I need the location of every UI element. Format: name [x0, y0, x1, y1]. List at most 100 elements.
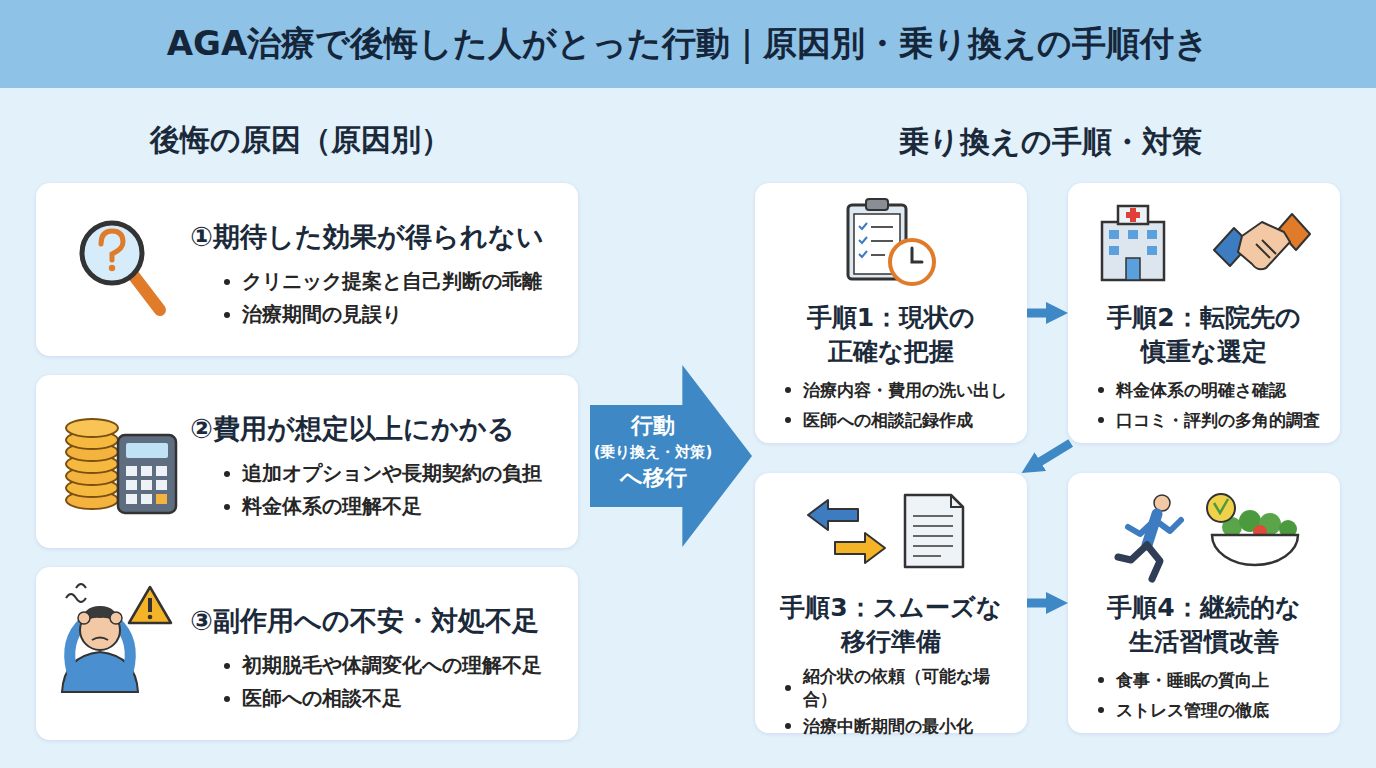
calculator-icon-part [126, 466, 137, 476]
swap-arrows-icon-part [835, 533, 885, 563]
runner-icon [1118, 495, 1181, 579]
flow-arrow [1027, 599, 1053, 608]
bullet-dot [224, 696, 230, 702]
bullet-text: 治療内容・費用の洗い出し [803, 379, 1007, 402]
bullet-row: 医師への相談不足 [224, 682, 574, 715]
bullet-text: 料金体系の理解不足 [242, 493, 422, 520]
step-card: 手順2：転院先の慎重な選定料金体系の明確さ確認口コミ・評判の多角的調査 [1068, 183, 1340, 443]
flow-arrow [1035, 443, 1071, 465]
calculator-icon-part [126, 494, 137, 504]
magnifier-icon [82, 223, 160, 310]
handshake-icon-part [1214, 228, 1250, 266]
salad-icon-part [1239, 510, 1261, 532]
cause-card: ③副作用への不安・対処不足初期脱毛や体調変化への理解不足医師への相談不足 [36, 567, 578, 740]
runner-icon-part [1118, 545, 1147, 560]
coins-icon [66, 419, 118, 509]
bullet-list: 料金体系の明確さ確認口コミ・評判の多角的調査 [1098, 375, 1334, 435]
handshake-icon-part [1238, 222, 1290, 269]
document-icon [905, 495, 963, 567]
salad-icon-part [1259, 513, 1281, 535]
worried-person-icon-part [110, 612, 122, 624]
bullet-text: ストレス管理の徹底 [1116, 699, 1269, 722]
arrow-shape [590, 365, 752, 547]
cause-heading: ③副作用への不安・対処不足 [190, 603, 574, 639]
bullet-dot [224, 504, 230, 510]
hospital-icon-part [1102, 222, 1164, 280]
bullet-row: 治療中断期間の最小化 [785, 711, 1021, 741]
section-heading: 乗り換えの手順・対策 [770, 120, 1330, 164]
clipboard-icon-part [854, 214, 900, 274]
runner-icon-part [1154, 495, 1170, 511]
bullet-dot [785, 685, 791, 691]
runner-icon-part [1147, 514, 1157, 545]
warning-icon-part [129, 587, 171, 623]
cause-card: ①期待した効果が得られないクリニック提案と自己判断の乖離治療期間の見誤り [36, 183, 578, 356]
handshake-icon-part [1256, 240, 1276, 258]
bullet-row: 料金体系の理解不足 [224, 490, 574, 523]
step-heading: 手順3：スムーズな移行準備 [777, 591, 1005, 659]
bullet-list: 追加オプションや長期契約の負担料金体系の理解不足 [224, 457, 574, 523]
runner-icon-part [1147, 545, 1160, 579]
bullet-dot [1098, 387, 1104, 393]
salad-icon-part [1253, 525, 1267, 539]
bullet-row: 初期脱毛や体調変化への理解不足 [224, 649, 574, 682]
worried-person-icon-part [92, 638, 108, 641]
warning-icon-part [148, 615, 153, 620]
worried-person-icon-part [80, 606, 120, 626]
clipboard-icon-part [866, 199, 888, 210]
calculator-icon-part [141, 466, 152, 476]
calculator-icon [118, 435, 176, 513]
salad-icon-part [1222, 517, 1242, 537]
clipboard-icon-part [890, 240, 934, 284]
cause-heading: ②費用が想定以上にかかる [190, 411, 574, 447]
cause-heading: ①期待した効果が得られない [190, 219, 574, 255]
bullet-text: 追加オプションや長期契約の負担 [242, 460, 542, 487]
bullet-dot [224, 279, 230, 285]
worried-person-icon-part [78, 612, 90, 624]
document-icon-part [951, 495, 963, 507]
hospital-icon-part [1130, 208, 1136, 222]
hospital-icon-part [1128, 230, 1138, 239]
salad-icon-part [1214, 499, 1228, 513]
bullet-text: 料金体系の明確さ確認 [1116, 379, 1286, 402]
bullet-text: 食事・睡眠の質向上 [1116, 669, 1269, 692]
arrow-label: 行動 [590, 411, 716, 441]
salad-icon-part [1279, 520, 1297, 538]
worried-person-icon-part [66, 594, 86, 602]
bullet-dot [1098, 417, 1104, 423]
calculator-icon-part [156, 494, 167, 504]
bullet-text: クリニック提案と自己判断の乖離 [242, 268, 542, 295]
calculator-icon-part [141, 480, 152, 490]
bullet-row: 食事・睡眠の質向上 [1098, 665, 1334, 695]
bullet-row: クリニック提案と自己判断の乖離 [224, 265, 574, 298]
transition-arrow: 行動(乗り換え・対策)へ移行 [590, 365, 752, 547]
bullet-list: 治療内容・費用の洗い出し医師への相談記録作成 [785, 375, 1021, 435]
step-card: 手順3：スムーズな移行準備紹介状の依頼（可能な場合）治療中断期間の最小化 [755, 473, 1027, 733]
coins-icon-part [66, 479, 118, 497]
bullet-text: 治療期間の見誤り [242, 301, 402, 328]
calculator-icon-part [156, 466, 167, 476]
handshake-icon-part [1278, 214, 1310, 250]
coins-icon-part [66, 431, 118, 449]
salad-icon-part [1207, 494, 1235, 522]
runner-icon-part [1128, 520, 1155, 534]
hospital-icon-part [1126, 212, 1140, 218]
salad-icon-part [1212, 535, 1298, 565]
step-heading: 手順1：現状の正確な把握 [802, 301, 980, 369]
coins-icon-part [66, 491, 118, 509]
worried-person-icon [62, 584, 138, 692]
warning-icon-part [148, 598, 152, 612]
worried-person-icon-part [76, 584, 86, 588]
step-heading: 手順4：継続的な生活習慣改善 [1103, 591, 1306, 659]
calculator-icon-part [126, 443, 168, 458]
coins-icon-part [66, 455, 118, 473]
hospital-icon-part [1147, 230, 1157, 239]
bullet-row: 料金体系の明確さ確認 [1098, 375, 1334, 405]
hospital-icon [1102, 206, 1164, 280]
flow-arrow [1027, 309, 1053, 318]
